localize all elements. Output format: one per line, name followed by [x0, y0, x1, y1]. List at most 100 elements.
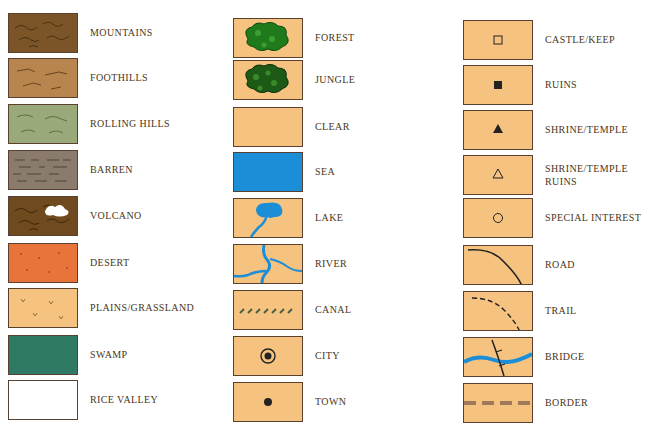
legend-label: BRIDGE — [545, 351, 585, 364]
legend-item: FOREST — [233, 18, 453, 58]
map-symbol — [234, 199, 302, 237]
map-symbol — [464, 384, 532, 422]
legend-item: ROAD — [463, 245, 663, 285]
legend-label: SWAMP — [90, 349, 128, 362]
legend-item: PLAINS/GRASSLAND — [8, 288, 228, 328]
legend-label: CITY — [315, 350, 340, 363]
legend-item: RIVER — [233, 244, 453, 284]
legend-item: CASTLE/KEEP — [463, 20, 663, 60]
legend-label: CASTLE/KEEP — [545, 34, 615, 47]
legend-item: DESERT — [8, 243, 228, 283]
legend-swatch — [233, 244, 303, 284]
map-symbol — [464, 199, 532, 237]
legend-item: RICE VALLEY — [8, 380, 228, 420]
legend-label: TOWN — [315, 396, 346, 409]
legend-item: TOWN — [233, 382, 453, 422]
map-symbol — [234, 61, 302, 99]
map-symbol — [464, 246, 532, 284]
map-symbol — [9, 59, 77, 97]
legend-swatch — [463, 337, 533, 377]
legend-label: ROLLING HILLS — [90, 118, 170, 131]
map-symbol — [9, 244, 77, 282]
legend-label: LAKE — [315, 212, 343, 225]
legend-label: RUINS — [545, 79, 577, 92]
legend-item: CANAL — [233, 290, 453, 330]
map-symbol — [464, 338, 532, 376]
legend-swatch — [463, 245, 533, 285]
legend-swatch — [463, 198, 533, 238]
legend-label: CANAL — [315, 304, 351, 317]
legend-label: SHRINE/TEMPLE RUINS — [545, 163, 650, 188]
legend-item: CITY — [233, 336, 453, 376]
legend-swatch — [463, 65, 533, 105]
legend-item: LAKE — [233, 198, 453, 238]
legend-label: CLEAR — [315, 121, 350, 134]
legend-swatch — [233, 382, 303, 422]
legend-label: RICE VALLEY — [90, 394, 158, 407]
legend-item: TRAIL — [463, 291, 663, 331]
legend-item: FOOTHILLS — [8, 58, 228, 98]
legend-swatch — [233, 107, 303, 147]
legend-label: FOREST — [315, 32, 355, 45]
legend-item: SWAMP — [8, 335, 228, 375]
legend-item: SHRINE/TEMPLE — [463, 110, 663, 150]
legend-swatch — [8, 196, 78, 236]
legend-item: ROLLING HILLS — [8, 104, 228, 144]
legend-swatch — [463, 383, 533, 423]
legend-swatch — [8, 380, 78, 420]
legend-label: MOUNTAINS — [90, 27, 153, 40]
legend-label: RIVER — [315, 258, 347, 271]
legend-label: VOLCANO — [90, 210, 142, 223]
legend-swatch — [233, 198, 303, 238]
legend-label: ROAD — [545, 259, 575, 272]
legend-swatch — [463, 291, 533, 331]
legend-item: RUINS — [463, 65, 663, 105]
legend-swatch — [233, 336, 303, 376]
legend-swatch — [463, 20, 533, 60]
map-symbol — [9, 151, 77, 189]
map-symbol — [9, 105, 77, 143]
legend-swatch — [233, 152, 303, 192]
map-symbol — [464, 111, 532, 149]
legend-label: BORDER — [545, 397, 588, 410]
legend-swatch — [463, 155, 533, 195]
map-symbol — [464, 21, 532, 59]
legend-swatch — [233, 18, 303, 58]
map-symbol — [234, 245, 302, 283]
legend-label: BARREN — [90, 164, 133, 177]
legend-label: TRAIL — [545, 305, 576, 318]
map-symbol — [234, 383, 302, 421]
legend-label: SHRINE/TEMPLE — [545, 124, 628, 137]
map-symbol — [464, 292, 532, 330]
legend-item: SHRINE/TEMPLE RUINS — [463, 155, 663, 195]
legend-item: VOLCANO — [8, 196, 228, 236]
legend-label: FOOTHILLS — [90, 72, 148, 85]
legend-item: SPECIAL INTEREST — [463, 198, 663, 238]
legend-label: SPECIAL INTEREST — [545, 212, 641, 225]
legend-item: BRIDGE — [463, 337, 663, 377]
legend-swatch — [8, 104, 78, 144]
legend-label: JUNGLE — [315, 74, 355, 87]
legend-swatch — [8, 150, 78, 190]
legend-swatch — [8, 58, 78, 98]
legend-item: CLEAR — [233, 107, 453, 147]
legend-label: PLAINS/GRASSLAND — [90, 302, 194, 315]
legend-swatch — [8, 288, 78, 328]
legend-item: BORDER — [463, 383, 663, 423]
legend-item: JUNGLE — [233, 60, 453, 100]
legend-swatch — [233, 60, 303, 100]
legend-swatch — [8, 13, 78, 53]
map-symbol — [464, 156, 532, 194]
map-symbol — [9, 14, 77, 52]
legend-label: SEA — [315, 166, 335, 179]
legend-item: MOUNTAINS — [8, 13, 228, 53]
map-symbol — [464, 66, 532, 104]
map-symbol — [9, 289, 77, 327]
legend-item: BARREN — [8, 150, 228, 190]
legend-swatch — [8, 243, 78, 283]
legend-label: DESERT — [90, 257, 130, 270]
map-symbol — [234, 19, 302, 57]
legend-swatch — [8, 335, 78, 375]
map-symbol — [234, 337, 302, 375]
legend-item: SEA — [233, 152, 453, 192]
